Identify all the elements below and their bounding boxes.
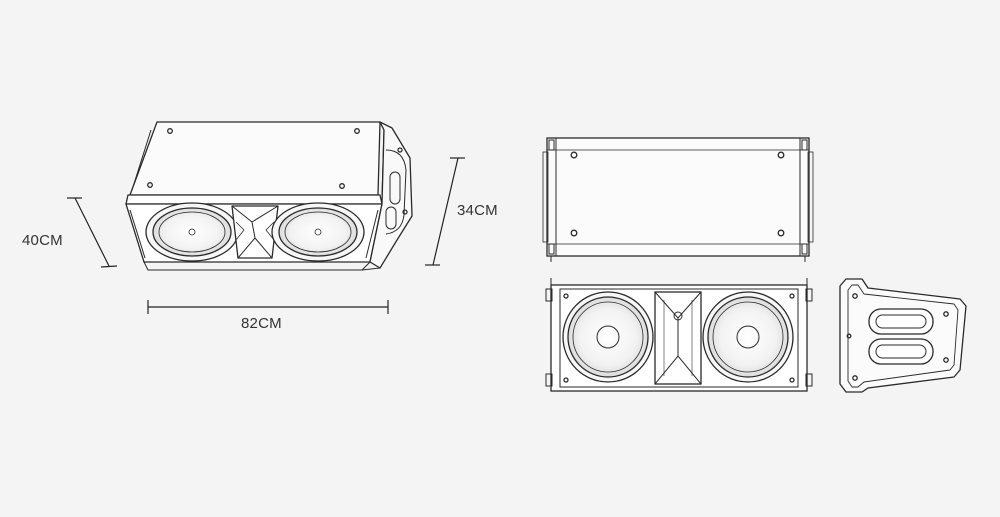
front-horn <box>654 291 702 385</box>
top-view <box>542 137 814 262</box>
front-left-woofer <box>562 291 654 383</box>
side-handle-lower <box>868 338 934 365</box>
front-right-woofer <box>702 291 794 383</box>
width-dimension-line <box>147 300 389 314</box>
dimension-lines <box>67 157 465 314</box>
depth-dimension-line <box>67 197 118 268</box>
perspective-view <box>125 121 413 271</box>
height-dimension-line <box>425 157 465 266</box>
side-view <box>839 278 967 393</box>
depth-dimension-label: 40CM <box>22 232 63 249</box>
width-dimension-label: 82CM <box>241 315 282 332</box>
cabinet-side-panel <box>369 121 413 269</box>
right-woofer <box>271 202 365 262</box>
side-handle-upper <box>868 308 934 335</box>
height-dimension-label: 34CM <box>457 202 498 219</box>
left-woofer <box>145 202 239 262</box>
horn-center <box>231 205 279 259</box>
front-view <box>545 278 813 392</box>
